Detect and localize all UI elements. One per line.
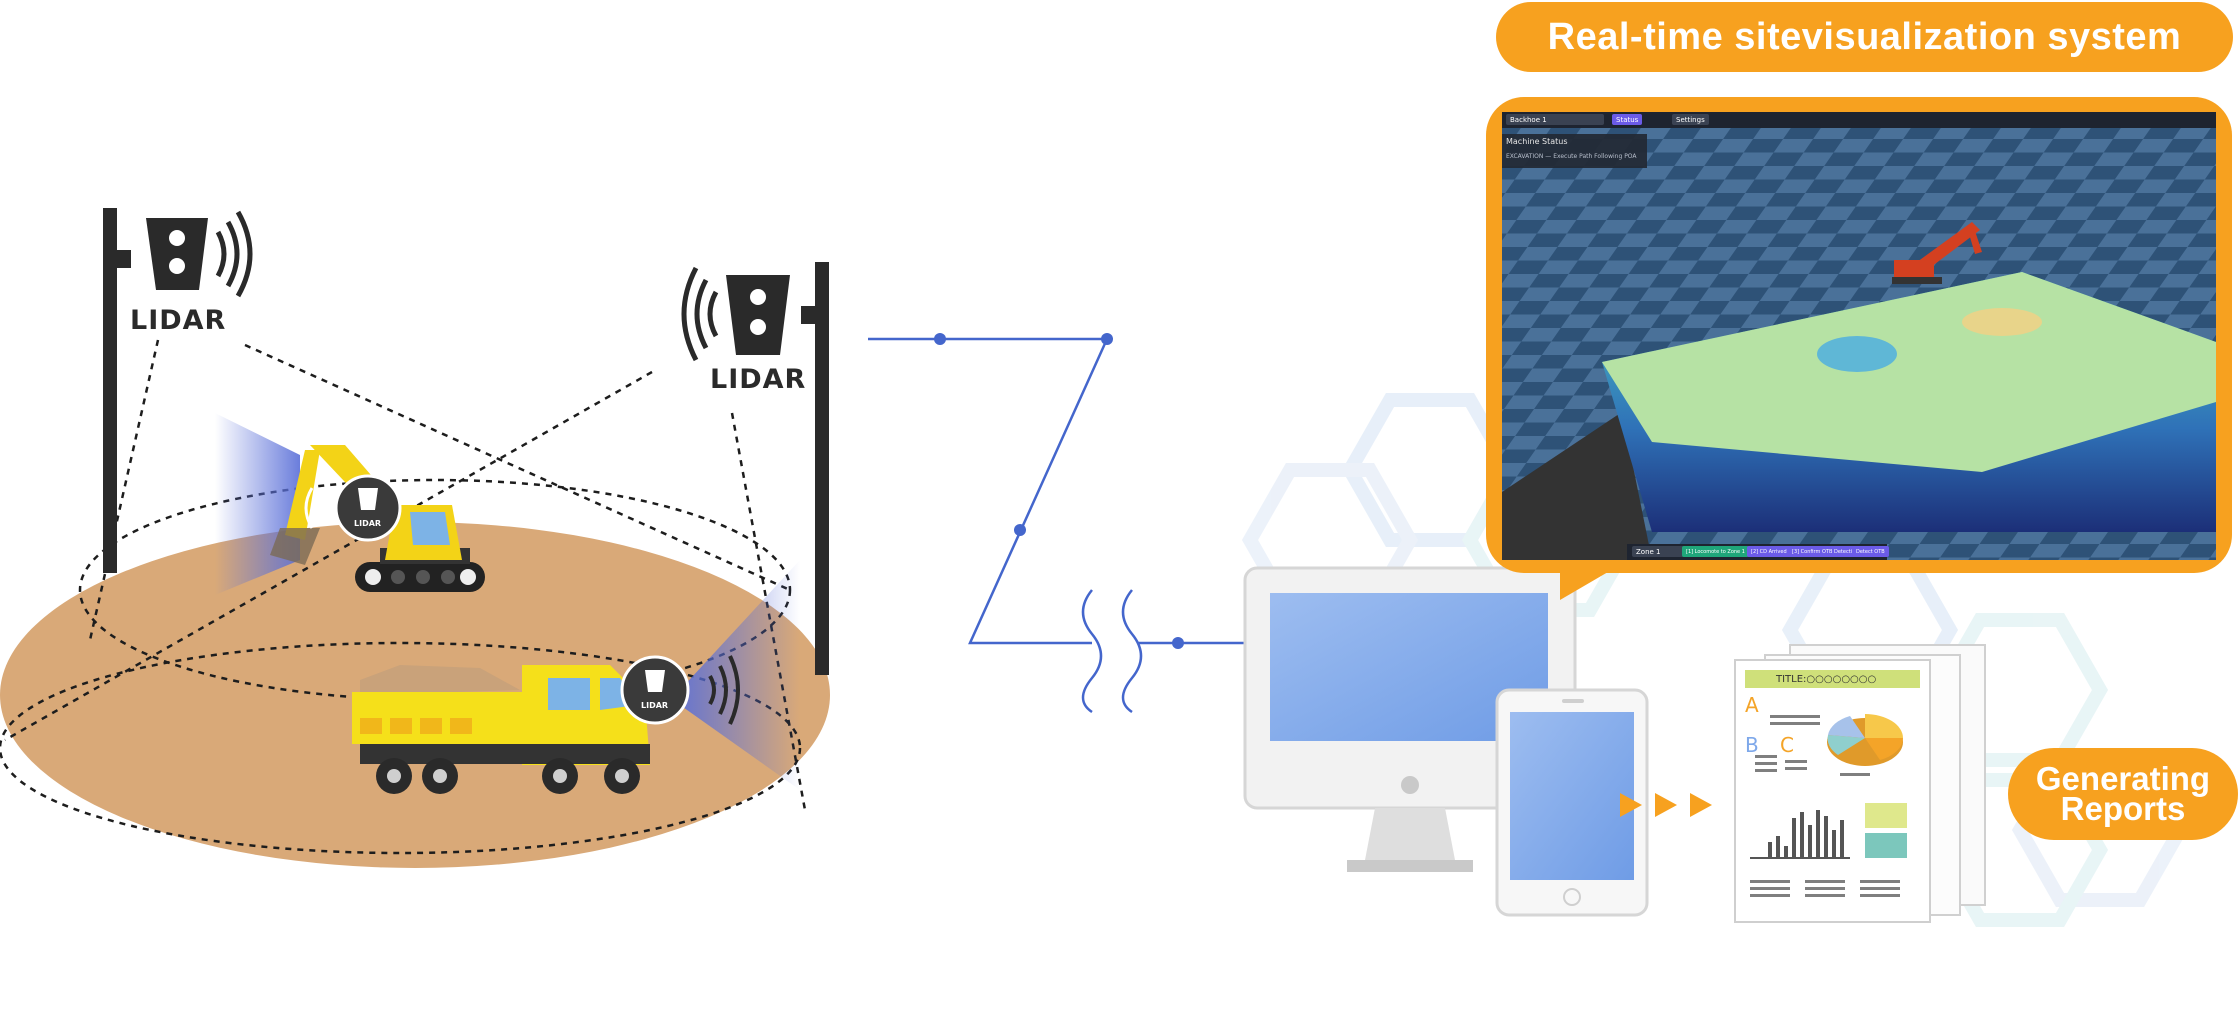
report-title: TITLE:○○○○○○○○ [1776,674,1877,685]
network-nodes [934,333,1184,649]
network-link [868,337,1245,714]
locomote-button[interactable]: [1] Locomote to Zone 1 [1682,546,1749,557]
reports-label-line2: Reports [2060,790,2186,827]
report-letter-b: B [1745,733,1760,757]
lidar-label-left: LIDAR [130,305,227,336]
zone-select[interactable]: Zone 1 [1632,546,1685,557]
panel-row: EXCAVATION — Execute Path Following POA [1506,153,1637,160]
machine-status-panel [1502,134,1647,168]
panel-title: Machine Status [1506,137,1568,146]
reports-label-line1: Generating [2035,760,2211,797]
tablet [1495,688,1649,917]
viz-screen: Backhoe 1 Status Settings Machine Status… [1502,112,2216,560]
tab-status[interactable]: Status [1612,114,1643,125]
report-letter-c: C [1780,733,1795,757]
lidar-badge-truck [620,655,740,725]
machine-select[interactable]: Backhoe 1 [1506,114,1604,125]
detect-button[interactable]: Detect OTB [1852,546,1889,557]
lidar-sensor-left [103,208,253,573]
excavator-model [1892,222,1982,284]
tab-settings[interactable]: Settings [1672,114,1709,125]
report-document [1734,644,1986,923]
confirm-button[interactable]: [3] Confirm OTB Detection [1788,546,1863,557]
arrived-button[interactable]: [2] CD Arrived [1747,546,1791,557]
desktop-monitor [1243,566,1577,872]
flow-arrows [1620,793,1712,817]
lidar-badge-label-excavator: LIDAR [354,519,382,528]
viz-callout-tail [1560,565,1620,600]
lidar-badge-label-truck: LIDAR [641,701,669,710]
terrain-3d-view [1502,112,2216,560]
report-bar-chart [1750,810,1850,859]
report-letter-a: A [1745,693,1760,717]
report-pie-chart [1827,714,1903,766]
dump-truck [352,665,650,794]
lidar-sensor-right [681,262,829,675]
reports-label: Generating Reports [2008,748,2238,840]
viz-toolbar [1502,112,2216,128]
lidar-label-right: LIDAR [710,364,807,395]
page-title: Real-time sitevisualization system [1496,2,2233,72]
lidar-badge-excavator [304,474,402,542]
truck-scan-beam [680,560,800,790]
